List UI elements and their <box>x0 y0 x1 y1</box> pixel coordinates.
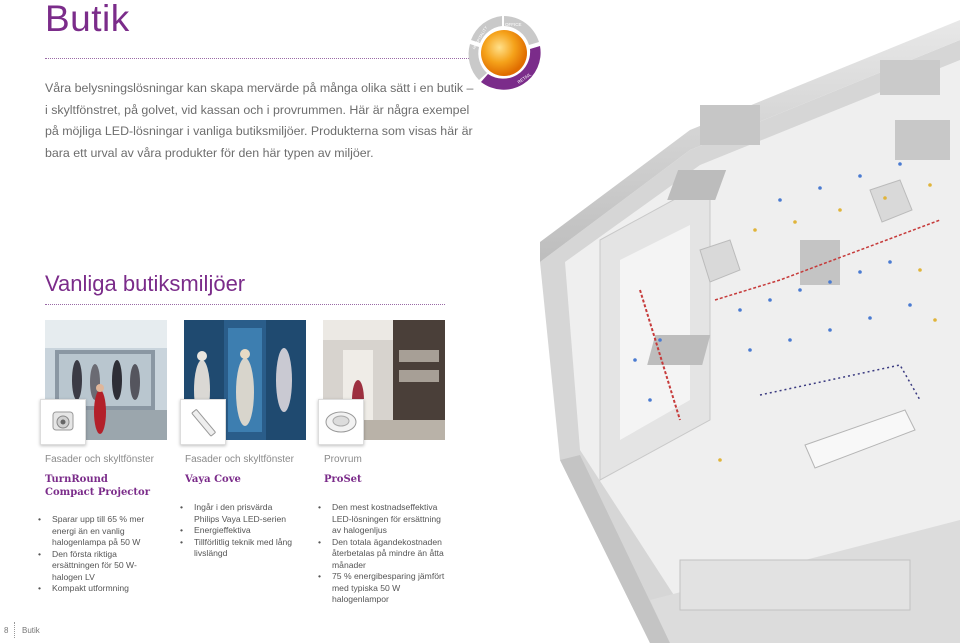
product-name: Vaya Cove <box>185 474 241 485</box>
list-item: Den totala ägandekostnaden återbetalas p… <box>318 537 448 572</box>
list-item: Ingår i den prisvärda Philips Vaya LED-s… <box>180 502 298 525</box>
intro-paragraph: Våra belysningslösningar kan skapa mervä… <box>45 81 474 160</box>
page-title: Butik <box>45 0 130 39</box>
window-display-photo <box>184 320 306 440</box>
badge-label-office: OFFICE <box>505 22 522 27</box>
segment-badge-icon: OFFICE HOSPITALITY RETAIL <box>468 16 541 90</box>
product-category: Fasader och skyltfönster <box>185 454 294 465</box>
proset-thumbnail <box>318 399 364 445</box>
product-name: TurnRound Compact Projector <box>45 474 150 498</box>
product-feature-list: Ingår i den prisvärda Philips Vaya LED-s… <box>180 502 298 560</box>
list-item: Sparar upp till 65 % mer energi än en va… <box>38 514 156 549</box>
product-category: Fasader och skyltfönster <box>45 454 154 465</box>
section-divider <box>45 304 445 305</box>
product-feature-list: Sparar upp till 65 % mer energi än en va… <box>38 514 156 595</box>
vaya-cove-thumbnail <box>180 399 226 445</box>
section-title: Vanliga butiksmiljöer <box>45 271 246 296</box>
footer-section-name: Butik <box>22 626 40 635</box>
product-category: Provrum <box>324 454 362 465</box>
turnround-thumbnail <box>40 399 86 445</box>
list-item: Den mest kostnadseffektiva LED-lösningen… <box>318 502 448 537</box>
list-item: Tillförlitlig teknik med lång livslängd <box>180 537 298 560</box>
list-item: Den första riktiga ersättningen för 50 W… <box>38 549 156 584</box>
footer-divider <box>14 622 15 638</box>
list-item: 75 % energibesparing jämfört med typiska… <box>318 571 448 606</box>
product-feature-list: Den mest kostnadseffektiva LED-lösningen… <box>318 502 448 606</box>
page-number: 8 <box>4 626 9 635</box>
title-divider <box>45 58 475 59</box>
store-floor-plan-illustration <box>540 20 960 643</box>
list-item: Kompakt utformning <box>38 583 156 595</box>
product-name: ProSet <box>324 474 362 485</box>
list-item: Energieffektiva <box>180 525 298 537</box>
